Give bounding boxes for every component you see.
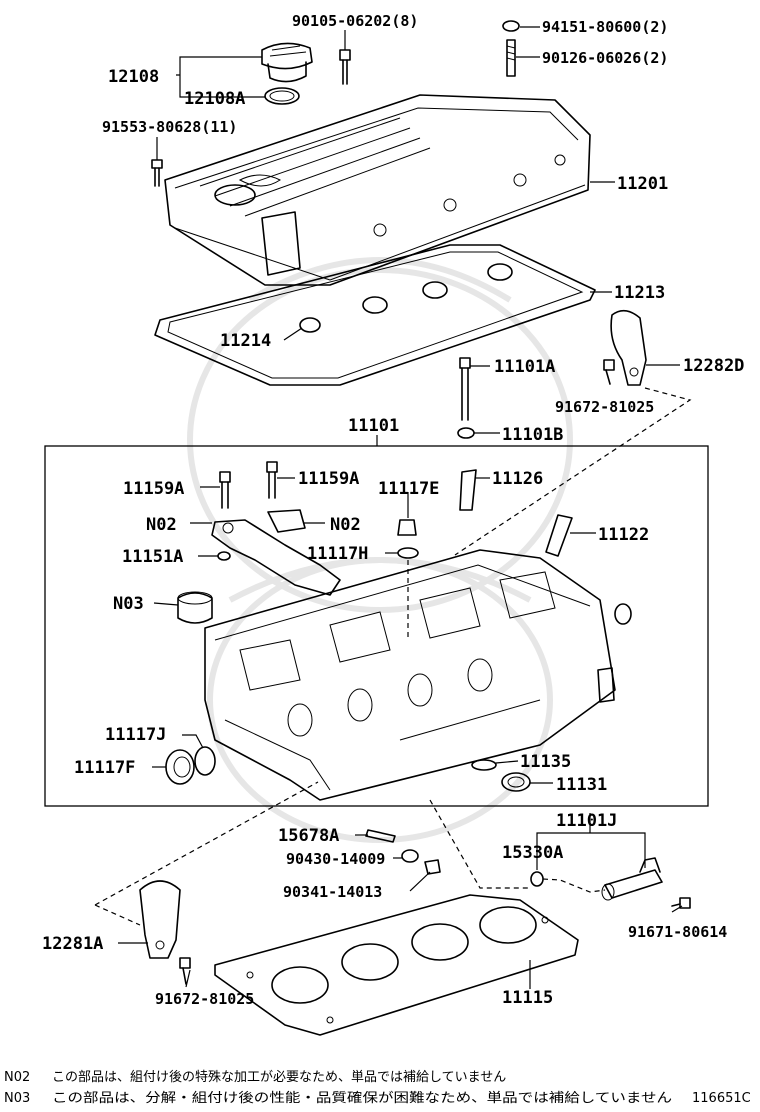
label-91553[interactable]: 91553-80628(11) <box>102 118 237 136</box>
label-11101A[interactable]: 11101A <box>494 357 555 377</box>
engine-hanger-12282D[interactable] <box>610 309 647 386</box>
filler-cap-gasket[interactable] <box>264 87 300 105</box>
label-12108[interactable]: 12108 <box>108 67 159 87</box>
diagram-id: 116651C <box>692 1091 751 1106</box>
washer-11101B[interactable] <box>457 427 475 439</box>
sub-assembly-box <box>44 445 709 807</box>
dashed-ref-bottom <box>94 781 530 926</box>
ring-11135[interactable] <box>471 759 497 771</box>
label-11122[interactable]: 11122 <box>598 525 649 545</box>
label-11159A-right[interactable]: 11159A <box>298 469 359 489</box>
note-text-n02: この部品は、組付け後の特殊な加工が必要なため、単品では補給していません <box>52 1069 506 1085</box>
label-11117H[interactable]: 11117H <box>307 544 368 564</box>
label-11117F[interactable]: 11117F <box>74 758 135 778</box>
label-11101B[interactable]: 11101B <box>502 425 563 445</box>
label-11159A-left[interactable]: 11159A <box>123 479 184 499</box>
bolt-91672-top[interactable] <box>603 359 615 385</box>
cylinder-head-gasket[interactable] <box>214 894 579 1036</box>
plug-tube-gasket-11214[interactable] <box>299 263 513 333</box>
cylinder-head-cover[interactable] <box>164 94 591 286</box>
seal-11131[interactable] <box>501 772 531 792</box>
dashed-ref-top <box>454 387 692 556</box>
bolt-90105[interactable] <box>339 49 351 85</box>
label-12281A[interactable]: 12281A <box>42 934 103 954</box>
label-15330A[interactable]: 15330A <box>502 843 563 863</box>
label-12282D[interactable]: 12282D <box>683 356 744 376</box>
label-12108A[interactable]: 12108A <box>184 89 245 109</box>
plug-side[interactable] <box>614 603 632 625</box>
label-11101[interactable]: 11101 <box>348 416 399 436</box>
lifter-N03[interactable] <box>177 591 213 624</box>
label-11115[interactable]: 11115 <box>502 988 553 1008</box>
washer-94151[interactable] <box>502 20 520 32</box>
bolt-11159A-right[interactable] <box>266 461 278 499</box>
bolt-91553[interactable] <box>151 159 163 187</box>
label-N02-left[interactable]: N02 <box>146 515 177 535</box>
label-N03[interactable]: N03 <box>113 594 144 614</box>
stud-90126[interactable] <box>506 39 516 77</box>
note-code-n02: N02 <box>4 1070 30 1085</box>
engine-hanger-12281A[interactable] <box>139 880 181 959</box>
label-11201[interactable]: 11201 <box>617 174 668 194</box>
plug-11117E[interactable] <box>397 519 417 536</box>
oil-filler-cap[interactable] <box>261 42 313 83</box>
camshaft-bearing-cap-left[interactable] <box>211 519 341 596</box>
gasket-11117H[interactable] <box>397 547 419 559</box>
label-11101J[interactable]: 11101J <box>556 811 617 831</box>
stud-15678A[interactable] <box>365 829 396 843</box>
label-N02-right[interactable]: N02 <box>330 515 361 535</box>
dashed-ref-ocv <box>542 878 606 893</box>
head-cover-gasket[interactable] <box>154 244 596 386</box>
bolt-91672-bottom[interactable] <box>179 957 191 985</box>
plug-11117F[interactable] <box>165 749 195 785</box>
note-text-n03: この部品は、分解・組付け後の性能・品質確保が困難なため、単品では補給していません <box>52 1090 672 1106</box>
bolt-91671[interactable] <box>671 897 691 909</box>
label-11117J[interactable]: 11117J <box>105 725 166 745</box>
pin-11151A[interactable] <box>217 551 231 561</box>
bolt-11159A-left[interactable] <box>219 471 231 509</box>
pipe-11126[interactable] <box>459 469 477 511</box>
ocv-bracket-lead <box>536 832 646 870</box>
ocv-11101J[interactable] <box>601 857 663 901</box>
label-11214[interactable]: 11214 <box>220 331 271 351</box>
label-11151A[interactable]: 11151A <box>122 547 183 567</box>
label-11131[interactable]: 11131 <box>556 775 607 795</box>
pipe-11122[interactable] <box>545 514 573 557</box>
label-91671[interactable]: 91671-80614 <box>628 923 727 941</box>
cylinder-head[interactable] <box>204 549 616 801</box>
gasket-11117J[interactable] <box>194 746 216 776</box>
label-90430[interactable]: 90430-14009 <box>286 850 385 868</box>
label-91672-bottom[interactable]: 91672-81025 <box>155 990 254 1008</box>
label-15678A[interactable]: 15678A <box>278 826 339 846</box>
label-94151[interactable]: 94151-80600(2) <box>542 18 668 36</box>
leader-lines <box>118 26 683 989</box>
label-11126[interactable]: 11126 <box>492 469 543 489</box>
label-11213[interactable]: 11213 <box>614 283 665 303</box>
gasket-15330A[interactable] <box>530 871 544 887</box>
washer-90430[interactable] <box>401 849 419 863</box>
label-90105[interactable]: 90105-06202(8) <box>292 12 418 30</box>
label-11117E[interactable]: 11117E <box>378 479 439 499</box>
camshaft-bearing-cap-right[interactable] <box>267 509 306 533</box>
plug-90341[interactable] <box>424 859 441 875</box>
label-11135[interactable]: 11135 <box>520 752 571 772</box>
bolt-11101A[interactable] <box>459 357 471 421</box>
label-90341[interactable]: 90341-14013 <box>283 883 382 901</box>
label-90126[interactable]: 90126-06026(2) <box>542 49 668 67</box>
label-91672-top[interactable]: 91672-81025 <box>555 398 654 416</box>
note-code-n03: N03 <box>4 1091 30 1106</box>
